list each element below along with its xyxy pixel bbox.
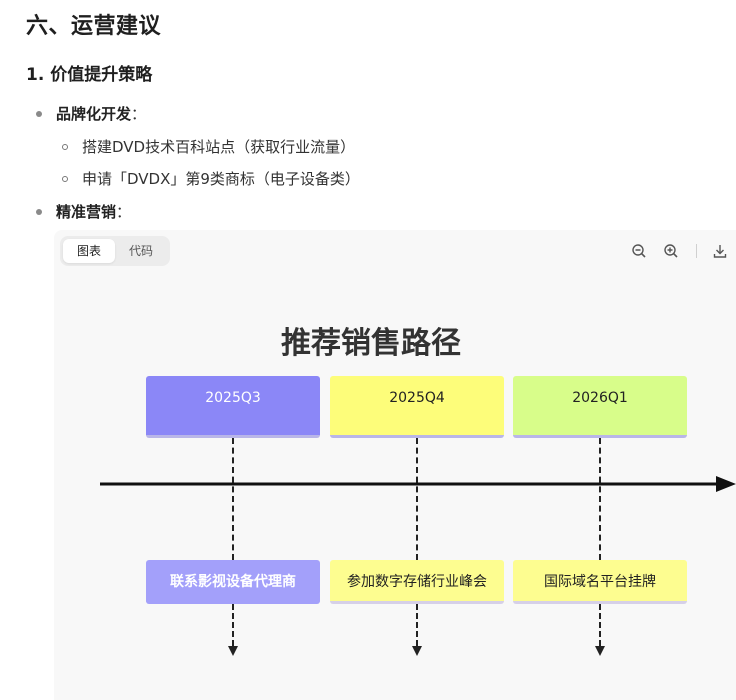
- bullet-dot: [36, 208, 42, 215]
- view-tabs: 图表 代码: [60, 236, 171, 266]
- bullet-colon: ：: [116, 203, 132, 221]
- connector-dash: [416, 438, 418, 560]
- sub-bullet-text: 搭建DVD技术百科站点（获取行业流量）: [82, 138, 356, 156]
- period-box-2025Q4: 2025Q4: [330, 376, 504, 438]
- connector-dash: [599, 604, 601, 646]
- connector-dash: [599, 438, 601, 560]
- event-box: 参加数字存储行业峰会: [330, 560, 504, 604]
- zoom-out-icon[interactable]: [628, 240, 650, 262]
- bullet-label: 品牌化开发: [56, 105, 132, 123]
- connector-dash: [416, 604, 418, 646]
- sub-bullet: 搭建DVD技术百科站点（获取行业流量）: [62, 136, 355, 157]
- connector-dash: [232, 438, 234, 560]
- sub-bullet-circle: [62, 175, 68, 182]
- bullet-marketing: 精准营销 ：: [36, 201, 131, 222]
- bullet-colon: ：: [131, 105, 147, 123]
- bullet-dot: [36, 110, 42, 117]
- section-heading: 六、运营建议: [26, 14, 162, 39]
- event-box: 国际域名平台挂牌: [513, 560, 687, 604]
- timeline-axis: [100, 476, 736, 492]
- diagram-title: 推荐销售路径: [281, 326, 461, 361]
- download-icon[interactable]: [709, 240, 731, 262]
- diagram-panel: 图表 代码 推荐销售路径 2025Q3 联系影视设备代理商 2025Q4 参加数字存储…: [54, 230, 736, 700]
- sub-bullet-circle: [62, 143, 68, 150]
- connector-dash: [232, 604, 234, 646]
- zoom-in-icon[interactable]: [660, 240, 682, 262]
- period-box-2025Q3: 2025Q3: [146, 376, 320, 438]
- sub-heading: 1. 价值提升策略: [26, 65, 153, 85]
- tab-chart[interactable]: 图表: [63, 239, 116, 263]
- sub-bullet-text: 申请「DVDX」第9类商标（电子设备类）: [82, 170, 360, 188]
- arrow-down-icon: [228, 646, 238, 656]
- sub-bullet: 申请「DVDX」第9类商标（电子设备类）: [62, 168, 360, 189]
- period-box-2026Q1: 2026Q1: [513, 376, 687, 438]
- arrow-down-icon: [412, 646, 422, 656]
- diagram-toolbar: [628, 240, 736, 262]
- tab-code[interactable]: 代码: [129, 244, 154, 258]
- arrow-down-icon: [595, 646, 605, 656]
- bullet-branding: 品牌化开发 ：: [36, 103, 146, 124]
- bullet-label: 精准营销: [56, 203, 117, 221]
- toolbar-divider: [696, 244, 697, 258]
- event-box: 联系影视设备代理商: [146, 560, 320, 604]
